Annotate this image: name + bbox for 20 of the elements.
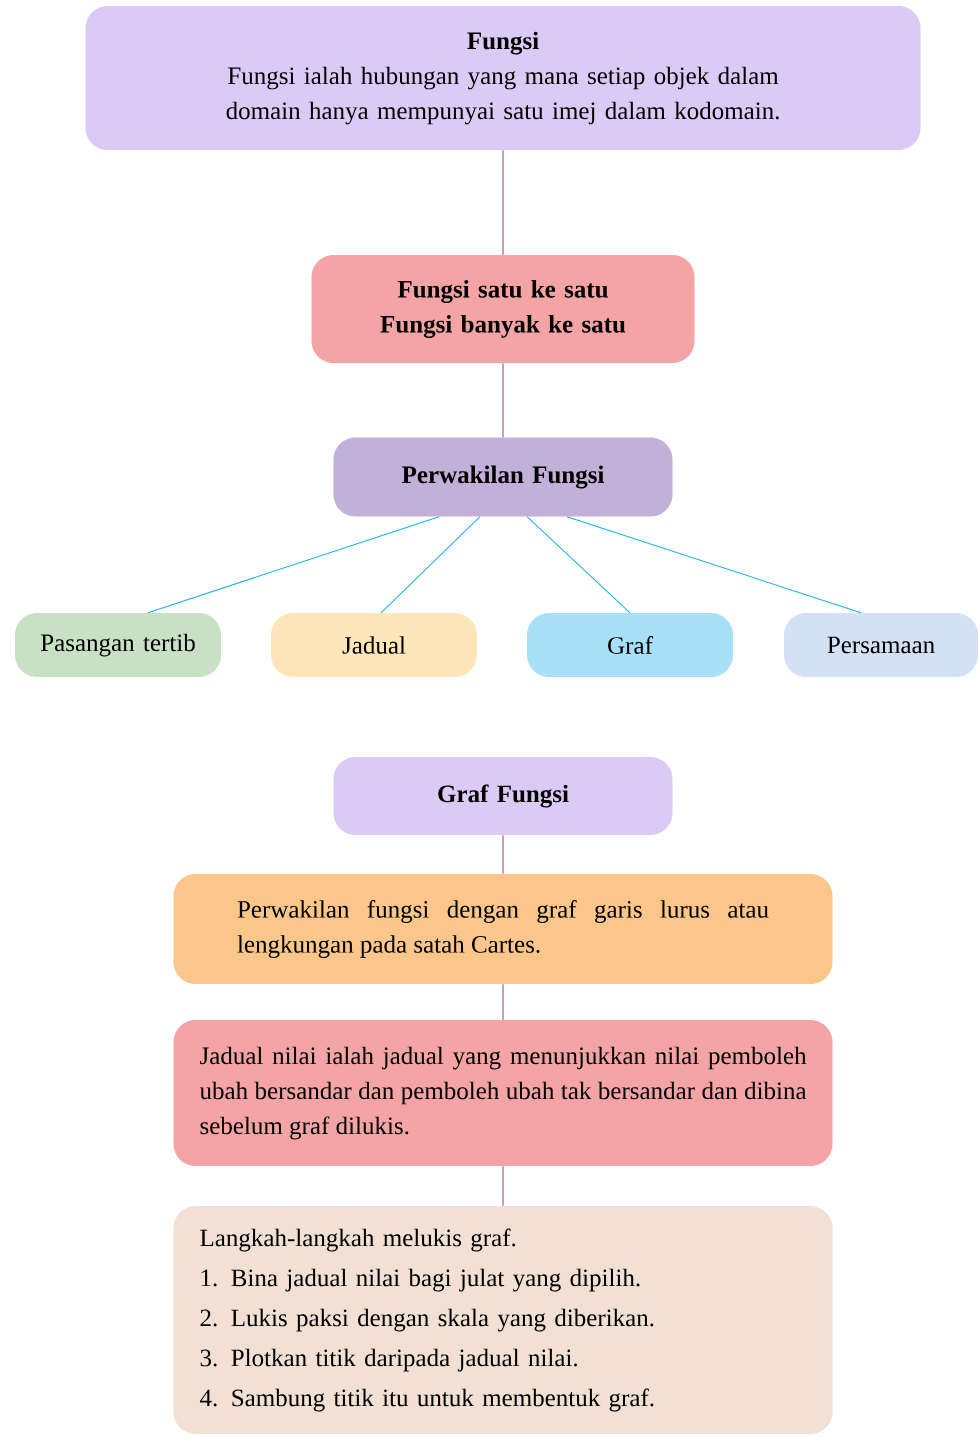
connector-line: [526, 516, 631, 614]
category-box: Graf: [527, 613, 733, 677]
category-box: Pasangan tertib: [15, 613, 221, 677]
connector-line: [147, 516, 440, 614]
heading-box: Graf Fungsi: [333, 757, 673, 835]
connector-line: [380, 516, 481, 614]
type-box: Fungsi satu ke satu Fungsi banyak ke satu: [311, 255, 695, 363]
connector-line: [502, 362, 504, 438]
description-box: Perwakilan fungsi dengan graf garis lurus atau lengkungan pada satah Cartes.: [173, 874, 833, 984]
connector-line: [502, 834, 504, 875]
connector-line: [502, 149, 504, 256]
definition-box: Fungsi Fungsi ialah hubungan yang mana setiap objek dalam domain hanya mempunyai satu imej dalam kodomain.: [85, 6, 921, 150]
connector-line: [502, 1165, 504, 1207]
description-box: Jadual nilai ialah jadual yang menunjukkan nilai pemboleh ubah bersandar dan pemboleh ubah tak bersandar dan dibina sebelum graf dilukis.: [173, 1020, 833, 1166]
connector-line: [566, 516, 862, 614]
category-box: Jadual: [271, 613, 477, 677]
connector-line: [502, 983, 504, 1021]
steps-box: Langkah-langkah melukis graf. 1. Bina jadual nilai bagi julat yang dipilih. 2. Lukis paksi dengan skala yang diberikan. 3. Plotkan titik daripada jadual nilai. 4. Sambung titik itu untuk membentuk graf.: [173, 1206, 833, 1434]
category-box: Persamaan: [784, 613, 978, 677]
heading-box: Perwakilan Fungsi: [333, 437, 673, 517]
